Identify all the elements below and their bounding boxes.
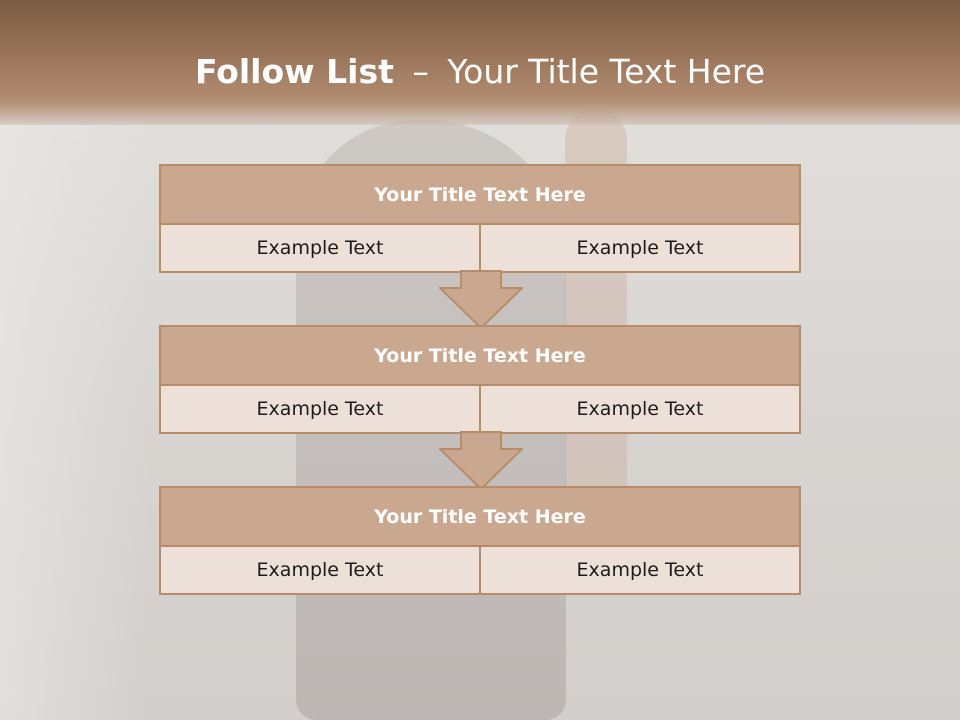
down-arrow-icon xyxy=(439,431,523,491)
block-cell-left: Example Text xyxy=(161,225,479,271)
slide-title-rest: Your Title Text Here xyxy=(447,52,766,91)
block-cell-right: Example Text xyxy=(479,386,799,432)
slide-title: Follow List – Your Title Text Here xyxy=(0,52,960,91)
slide-title-separator: – xyxy=(412,52,429,91)
block-row: Example Text Example Text xyxy=(161,386,799,432)
down-arrow-icon xyxy=(439,270,523,330)
block-cell-left: Example Text xyxy=(161,386,479,432)
block-row: Example Text Example Text xyxy=(161,547,799,593)
list-block-1: Your Title Text Here Example Text Exampl… xyxy=(159,164,801,273)
list-block-3: Your Title Text Here Example Text Exampl… xyxy=(159,486,801,595)
header-band xyxy=(0,0,960,125)
block-cell-left: Example Text xyxy=(161,547,479,593)
block-cell-right: Example Text xyxy=(479,225,799,271)
list-block-2: Your Title Text Here Example Text Exampl… xyxy=(159,325,801,434)
block-cell-right: Example Text xyxy=(479,547,799,593)
block-row: Example Text Example Text xyxy=(161,225,799,271)
background-photo-highlight xyxy=(0,120,150,720)
slide-title-bold: Follow List xyxy=(194,52,394,91)
block-title: Your Title Text Here xyxy=(161,488,799,547)
block-title: Your Title Text Here xyxy=(161,166,799,225)
block-title: Your Title Text Here xyxy=(161,327,799,386)
